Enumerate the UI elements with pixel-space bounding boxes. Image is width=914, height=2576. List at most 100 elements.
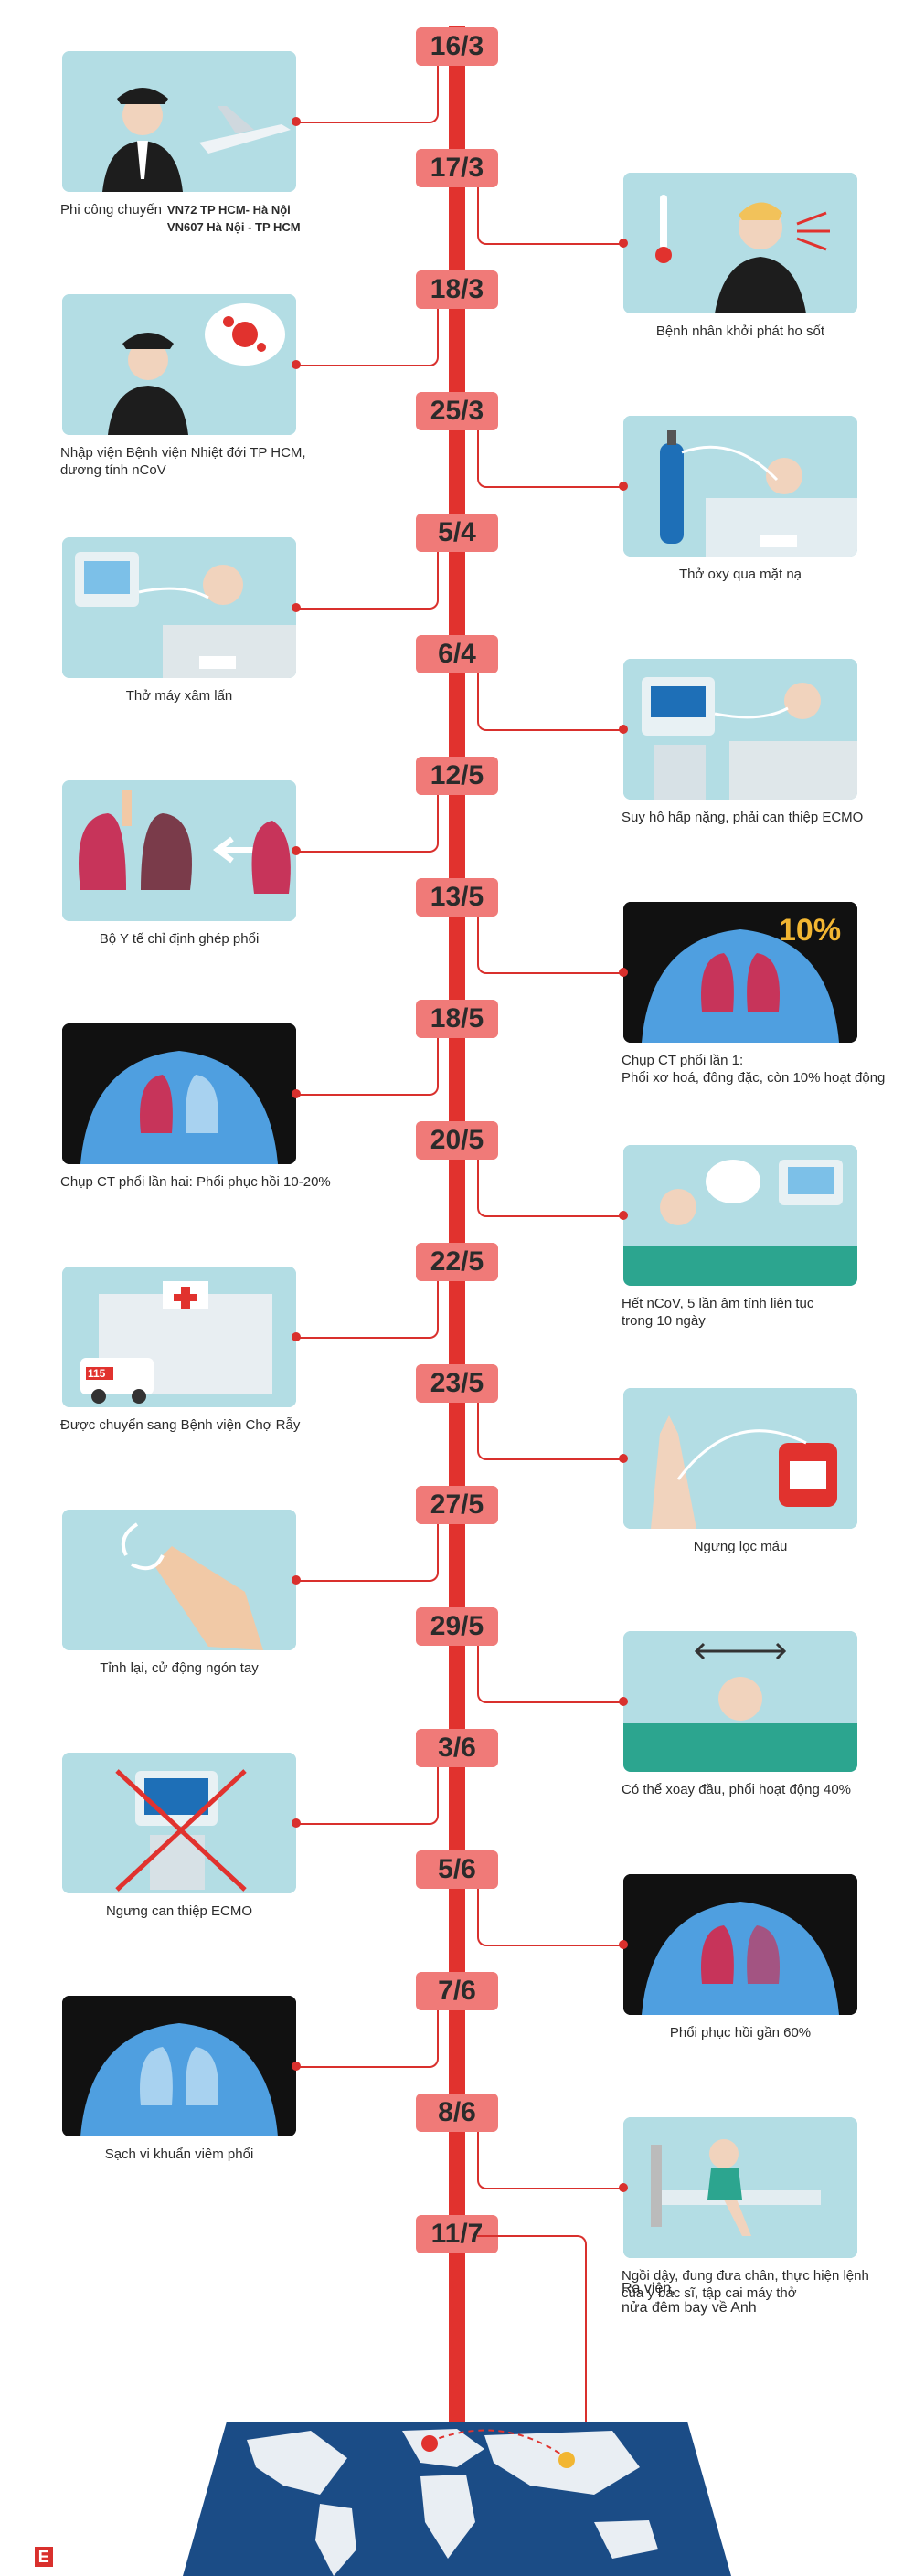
event-caption-line: Có thể xoay đầu, phổi hoạt động 40% (622, 1782, 852, 1797)
timeline-dot (292, 117, 301, 126)
event-caption: Chụp CT phổi lần 1:Phổi xơ hoá, đông đặc… (622, 1052, 896, 1087)
event-caption-line: Ngưng can thiệp ECMO (105, 1903, 253, 1919)
finger-art (62, 1510, 296, 1650)
timeline-dot (619, 725, 628, 734)
hospital-art (62, 1267, 296, 1407)
flight-route: VN607 Hà Nội - TP HCM (166, 220, 301, 234)
timeline-date: 13/5 (416, 878, 498, 917)
timeline-dot (292, 1818, 301, 1828)
logo-vn: VN (7, 2546, 33, 2567)
timeline-connector (477, 673, 625, 731)
world-map-drawing (247, 2429, 658, 2576)
timeline-date: 25/3 (416, 392, 498, 430)
timeline-connector (296, 2010, 439, 2068)
event-caption-line: Được chuyển sang Bệnh viện Chợ Rẫy (60, 1417, 301, 1433)
timeline-dot (292, 2062, 301, 2071)
timeline-dot (292, 1089, 301, 1098)
timeline-connector (296, 66, 439, 123)
event-caption-line: Phổi phục hồi gần 60% (669, 2025, 812, 2041)
final-connector (477, 2235, 587, 2515)
timeline-dot (292, 603, 301, 612)
event-illustration-finger (62, 1510, 296, 1650)
event-illustration-pilot-virus (62, 294, 296, 435)
event-illustration-hospital (62, 1267, 296, 1407)
timeline-date: 5/6 (416, 1850, 498, 1889)
timeline-dot (619, 1454, 628, 1463)
event-illustration-stop-ecmo (62, 1753, 296, 1893)
ct-60-art (623, 1874, 857, 2015)
timeline-dot (292, 360, 301, 369)
event-caption: Bệnh nhân khởi phát ho sốt (596, 323, 885, 340)
event-caption-line: Bộ Y tế chỉ định ghép phổi (99, 931, 260, 947)
ct-clean-art (62, 1996, 296, 2136)
event-illustration-negative (623, 1145, 857, 1286)
event-caption: Thở máy xâm lấn (35, 687, 324, 705)
timeline-connector (477, 1889, 625, 1946)
timeline-dot (619, 482, 628, 491)
oxygen-mask-art (623, 416, 857, 557)
event-caption: Có thể xoay đầu, phổi hoạt động 40% (622, 1781, 896, 1798)
event-caption-line: Bệnh nhân khởi phát ho sốt (655, 323, 825, 339)
timeline-connector (477, 1403, 625, 1460)
event-caption: Phổi phục hồi gần 60% (596, 2024, 885, 2041)
timeline-connector (477, 187, 625, 245)
timeline-dot (292, 1332, 301, 1341)
event-caption-line: Phổi xơ hoá, đông đặc, còn 10% hoạt động (622, 1070, 886, 1086)
flight-route: VN72 TP HCM- Hà Nội (166, 203, 291, 217)
event-caption-line: Thở oxy qua mặt nạ (678, 567, 802, 582)
event-caption: Bộ Y tế chỉ định ghép phổi (35, 930, 324, 948)
timeline-dot (619, 1211, 628, 1220)
logo-xpress: XPRESS (54, 2546, 134, 2567)
lung-percent-badge: 10% (779, 913, 842, 948)
blood-filter-art (623, 1388, 857, 1529)
timeline-date: 22/5 (416, 1243, 498, 1281)
event-illustration-ct-10 (623, 902, 857, 1043)
event-illustration-sit-up (623, 2117, 857, 2258)
timeline-date: 3/6 (416, 1729, 498, 1767)
event-caption-line: Suy hô hấp nặng, phải can thiệp ECMO (622, 810, 864, 825)
timeline-date: 20/5 (416, 1121, 498, 1160)
timeline-connector (477, 430, 625, 488)
timeline-date: 5/4 (416, 514, 498, 552)
event-caption-line: Ngưng lọc máu (693, 1539, 788, 1554)
event-caption-line: trong 10 ngày (622, 1313, 706, 1329)
ambulance-number: 115 (88, 1367, 106, 1380)
sit-up-art (623, 2117, 857, 2258)
event-illustration-ventilator (62, 537, 296, 678)
timeline-connector (296, 309, 439, 366)
event-illustration-blood-filter (623, 1388, 857, 1529)
event-caption: Thở oxy qua mặt nạ (596, 566, 885, 583)
timeline-dot (292, 1575, 301, 1585)
final-caption: Ra viện, nửa đêm bay về Anh (622, 2279, 757, 2317)
event-illustration-lung-transplant (62, 780, 296, 921)
ventilator-art (62, 537, 296, 678)
stop-ecmo-art (62, 1753, 296, 1893)
timeline-date: 6/4 (416, 635, 498, 673)
event-caption: Sạch vi khuẩn viêm phổi (35, 2146, 324, 2163)
event-illustration-ecmo (623, 659, 857, 800)
event-caption-line: Sạch vi khuẩn viêm phổi (104, 2147, 254, 2162)
event-caption: Ngưng can thiệp ECMO (35, 1903, 324, 1920)
event-illustration-oxygen-mask (623, 416, 857, 557)
event-illustration-ct-60 (623, 1874, 857, 2015)
timeline-connector (296, 1038, 439, 1096)
event-caption-line: dương tính nCoV (60, 462, 166, 478)
ct-10-art (623, 902, 857, 1043)
event-illustration-ct-clean (62, 1996, 296, 2136)
final-caption-line: Ra viện, (622, 2281, 675, 2296)
timeline-date: 18/5 (416, 1000, 498, 1038)
event-illustration-fever-cough (623, 173, 857, 313)
pilot-virus-art (62, 294, 296, 435)
ct-2-art (62, 1023, 296, 1164)
event-caption: Nhập viện Bệnh viện Nhiệt đới TP HCM,dươ… (60, 444, 335, 479)
timeline-dot (619, 2183, 628, 2192)
timeline-connector (296, 1281, 439, 1339)
timeline-connector (296, 1524, 439, 1582)
event-illustration-pilot-plane (62, 51, 296, 192)
event-caption-line: Chụp CT phổi lần hai: Phổi phục hồi 10-2… (60, 1174, 331, 1190)
event-caption-line: Ngồi dậy, đung đưa chân, thực hiện lệnh (622, 2268, 869, 2284)
